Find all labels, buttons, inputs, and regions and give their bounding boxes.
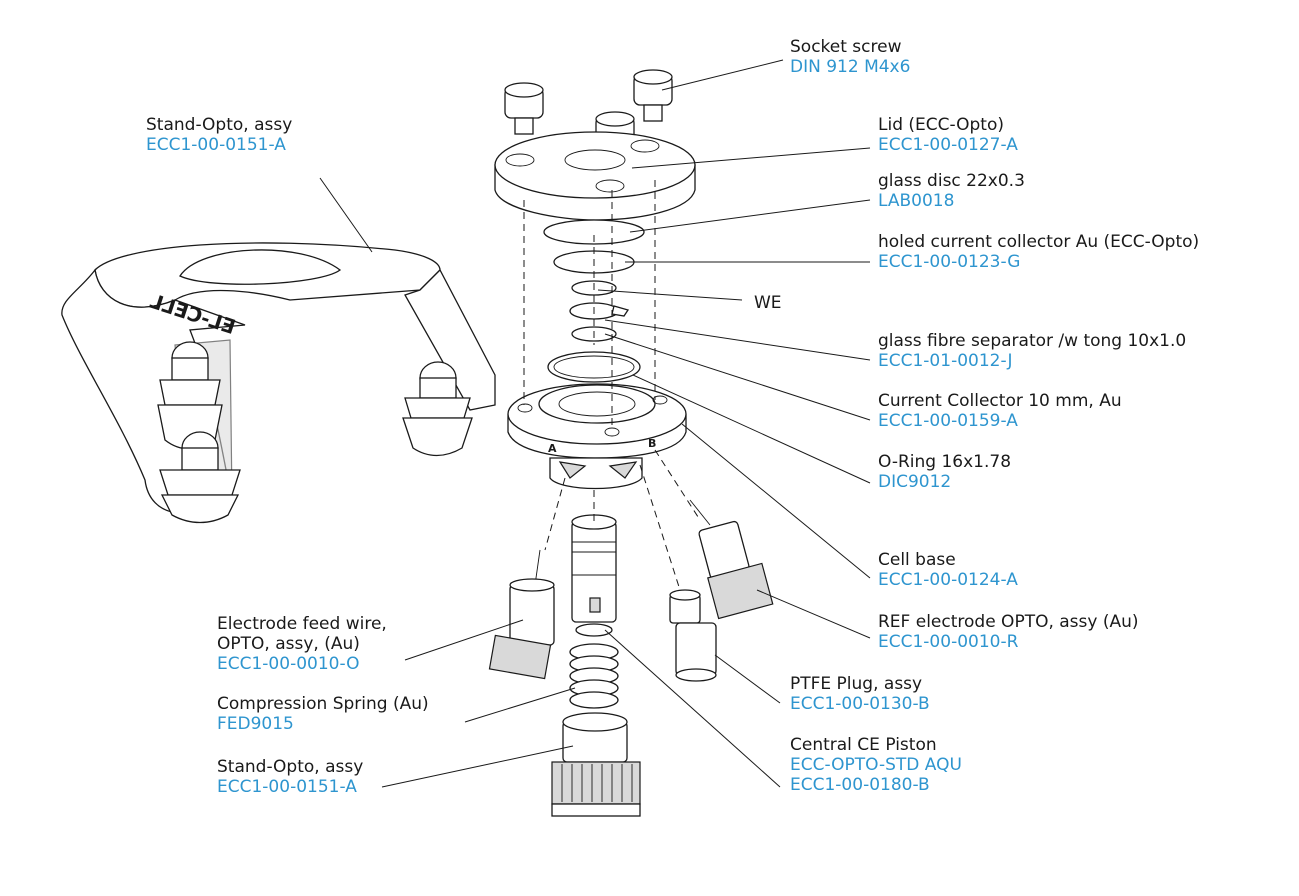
- glass-fibre-code: ECC1-01-0012-J: [878, 351, 1013, 371]
- electrode-feed-name-line1: Electrode feed wire,: [217, 614, 387, 634]
- socket-screw-right: [633, 69, 673, 122]
- current-collector-name: Current Collector 10 mm, Au: [878, 391, 1122, 411]
- central-piston-name: Central CE Piston: [790, 735, 937, 755]
- socket-screw-code: DIN 912 M4x6: [790, 57, 911, 77]
- stand-foot-right: [402, 361, 473, 457]
- label-central-piston: Central CE Piston ECC-OPTO-STD AQU ECC1-…: [790, 735, 962, 795]
- ptfe-plug-code: ECC1-00-0130-B: [790, 694, 930, 714]
- ptfe-plug-drawing: [669, 589, 717, 682]
- port-a-mark: A: [548, 442, 557, 455]
- ref-electrode-name: REF electrode OPTO, assy (Au): [878, 612, 1139, 632]
- label-glass-fibre: glass fibre separator /w tong 10x1.0 ECC…: [878, 331, 1186, 371]
- lid-drawing: [494, 131, 696, 221]
- label-stand-opto-top: Stand-Opto, assy ECC1-00-0151-A: [146, 115, 292, 155]
- ref-electrode-code: ECC1-00-0010-R: [878, 632, 1019, 652]
- cell-base-drawing: A B: [507, 383, 687, 490]
- socket-screw-left: [504, 82, 544, 135]
- cell-base-code: ECC1-00-0124-A: [878, 570, 1018, 590]
- o-ring-code: DIC9012: [878, 472, 952, 492]
- label-ptfe-plug: PTFE Plug, assy ECC1-00-0130-B: [790, 674, 930, 714]
- current-collector-code: ECC1-00-0159-A: [878, 411, 1018, 431]
- electrode-feed-code: ECC1-00-0010-O: [217, 654, 360, 674]
- leader-lines: [319, 59, 871, 788]
- glass-disc-name: glass disc 22x0.3: [878, 171, 1025, 191]
- label-compression-spring: Compression Spring (Au) FED9015: [217, 694, 429, 734]
- lid-code: ECC1-00-0127-A: [878, 135, 1018, 155]
- o-ring-name: O-Ring 16x1.78: [878, 452, 1012, 472]
- stand-opto-top-name: Stand-Opto, assy: [146, 115, 293, 135]
- compression-spring-code: FED9015: [217, 714, 294, 734]
- ptfe-plug-name: PTFE Plug, assy: [790, 674, 923, 694]
- lid-name: Lid (ECC-Opto): [878, 115, 1004, 135]
- glass-disc-drawing: [543, 219, 645, 245]
- stand-opto-drawing: EL-CELL: [61, 242, 496, 524]
- stand-opto-bottom-code: ECC1-00-0151-A: [217, 777, 357, 797]
- compression-spring-drawing: [569, 643, 619, 709]
- label-we: WE: [754, 293, 782, 313]
- central-piston-code1: ECC-OPTO-STD AQU: [790, 755, 962, 775]
- glass-disc-code: LAB0018: [878, 191, 955, 211]
- bottom-stand-drawing: [551, 712, 641, 817]
- stand-opto-top-code: ECC1-00-0151-A: [146, 135, 286, 155]
- label-o-ring: O-Ring 16x1.78 DIC9012: [878, 452, 1011, 492]
- port-b-mark: B: [648, 437, 656, 450]
- ref-electrode-drawing: [689, 499, 774, 620]
- central-piston-drawing: [571, 514, 617, 637]
- glass-fibre-name: glass fibre separator /w tong 10x1.0: [878, 331, 1187, 351]
- label-lid: Lid (ECC-Opto) ECC1-00-0127-A: [878, 115, 1018, 155]
- electrode-feed-drawing: [488, 549, 555, 680]
- label-socket-screw: Socket screw DIN 912 M4x6: [790, 37, 910, 77]
- label-electrode-feed: Electrode feed wire, OPTO, assy, (Au) EC…: [217, 614, 387, 674]
- o-ring-drawing: [547, 351, 641, 383]
- alignment-lines: [523, 180, 701, 591]
- glass-fibre-drawing: [569, 302, 630, 320]
- holed-collector-code: ECC1-00-0123-G: [878, 252, 1021, 272]
- central-piston-code2: ECC1-00-0180-B: [790, 775, 930, 795]
- cell-base-name: Cell base: [878, 550, 956, 570]
- holed-collector-name: holed current collector Au (ECC-Opto): [878, 232, 1200, 252]
- label-holed-collector: holed current collector Au (ECC-Opto) EC…: [878, 232, 1199, 272]
- stand-opto-bottom-name: Stand-Opto, assy: [217, 757, 364, 777]
- label-ref-electrode: REF electrode OPTO, assy (Au) ECC1-00-00…: [878, 612, 1139, 652]
- label-stand-opto-bottom: Stand-Opto, assy ECC1-00-0151-A: [217, 757, 363, 797]
- compression-spring-name: Compression Spring (Au): [217, 694, 429, 714]
- stand-foot-left-bottom: [159, 431, 241, 524]
- electrode-feed-name-line2: OPTO, assy, (Au): [217, 634, 360, 654]
- we-name: WE: [754, 293, 782, 313]
- socket-screw-name: Socket screw: [790, 37, 902, 57]
- label-glass-disc: glass disc 22x0.3 LAB0018: [878, 171, 1025, 211]
- label-current-collector: Current Collector 10 mm, Au ECC1-00-0159…: [878, 391, 1122, 431]
- label-cell-base: Cell base ECC1-00-0124-A: [878, 550, 1018, 590]
